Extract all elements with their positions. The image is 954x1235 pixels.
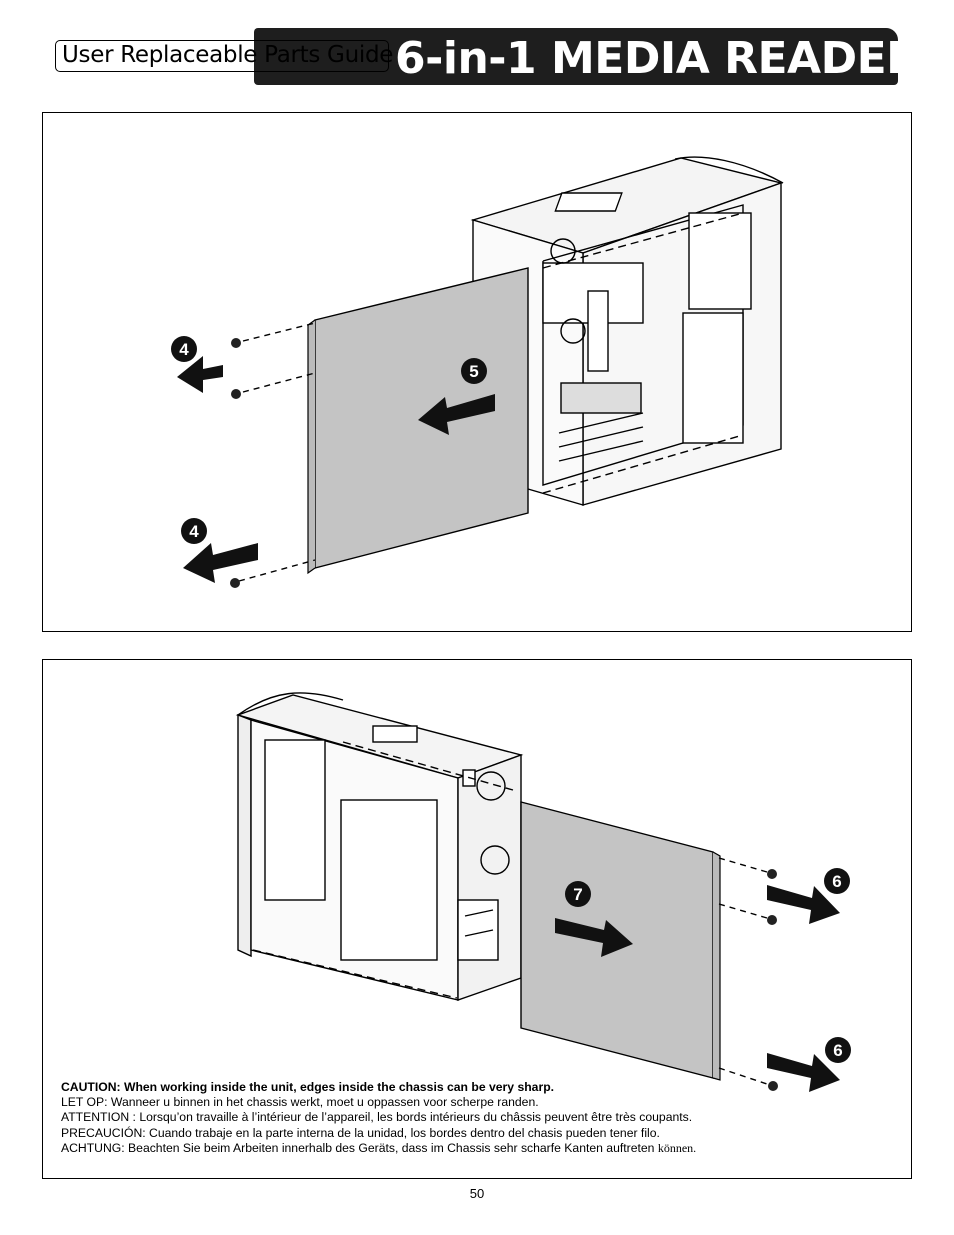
header-title-bar <box>254 28 898 85</box>
arrow-left-icon <box>418 394 495 435</box>
guide-label: User Replaceable Parts Guide <box>55 40 393 72</box>
caution-english: CAUTION: When working inside the unit, e… <box>61 1080 555 1094</box>
callout-step-6 <box>824 868 850 894</box>
callout-step-4 <box>171 336 197 362</box>
callout-step-7-label: 7 <box>573 885 582 904</box>
arrow-right-icon <box>767 1053 840 1092</box>
arrow-right-icon <box>555 918 633 957</box>
chassis-label <box>372 725 418 743</box>
callout-step-6 <box>825 1037 851 1063</box>
callout-step-6-label: 6 <box>833 1041 842 1060</box>
fan-icon <box>476 771 506 801</box>
page-number: 50 <box>469 1186 485 1201</box>
callout-step-4-label: 4 <box>179 340 189 359</box>
caution-dutch: LET OP: Wanneer u binnen in het chassis … <box>61 1095 539 1110</box>
illustration-chassis-panel-removal: 4 5 4 <box>171 156 784 588</box>
arrow-left-icon <box>177 356 223 393</box>
caution-german: ACHTUNG: Beachten Sie beim Arbeiten inne… <box>61 1141 901 1156</box>
screw-icon <box>768 1081 778 1091</box>
drive-cage-upper <box>688 212 752 310</box>
arrow-right-icon <box>767 885 840 924</box>
caution-french: ATTENTION : Lorsqu’on travaille à l’inté… <box>61 1110 693 1125</box>
figure-replace-panel: 6 7 6 CAUTION: When working inside the u… <box>42 659 912 1179</box>
illustration-chassis-panel-replace: 6 7 6 <box>235 692 851 1092</box>
arrow-left-icon <box>183 543 258 583</box>
fan-icon <box>480 845 510 875</box>
drive-cage <box>340 799 438 961</box>
drive-bay <box>264 739 326 901</box>
caution-german-end: können. <box>657 1140 697 1155</box>
memory-slot <box>587 290 609 372</box>
callout-step-4-label: 4 <box>189 522 199 541</box>
chassis-label <box>554 192 623 212</box>
callout-step-4 <box>181 518 207 544</box>
screw-icon <box>230 578 240 588</box>
screw-icon <box>767 869 777 879</box>
processor-fan-icon <box>560 318 586 344</box>
screw-icon <box>231 338 241 348</box>
drive-cage-lower <box>682 312 744 444</box>
screw-icon <box>767 915 777 925</box>
callout-step-5 <box>461 358 487 384</box>
chassis-back <box>457 753 522 1001</box>
screw-icon <box>231 389 241 399</box>
callout-step-6-label: 6 <box>832 872 841 891</box>
caution-text-block: CAUTION: When working inside the unit, e… <box>61 1080 901 1156</box>
page-title: 6-in-1 MEDIA READER <box>395 33 920 84</box>
heatsink <box>560 382 642 414</box>
callout-step-5-label: 5 <box>469 362 478 381</box>
caution-spanish: PRECAUCIÓN: Cuando trabaje en la parte i… <box>61 1125 660 1140</box>
callout-step-7 <box>565 881 591 907</box>
chassis-handle <box>237 692 344 716</box>
chassis-handle <box>674 156 784 184</box>
caution-german-main: ACHTUNG: Beachten Sie beim Arbeiten inne… <box>61 1140 655 1155</box>
figure-remove-panel: 4 5 4 <box>42 112 912 632</box>
